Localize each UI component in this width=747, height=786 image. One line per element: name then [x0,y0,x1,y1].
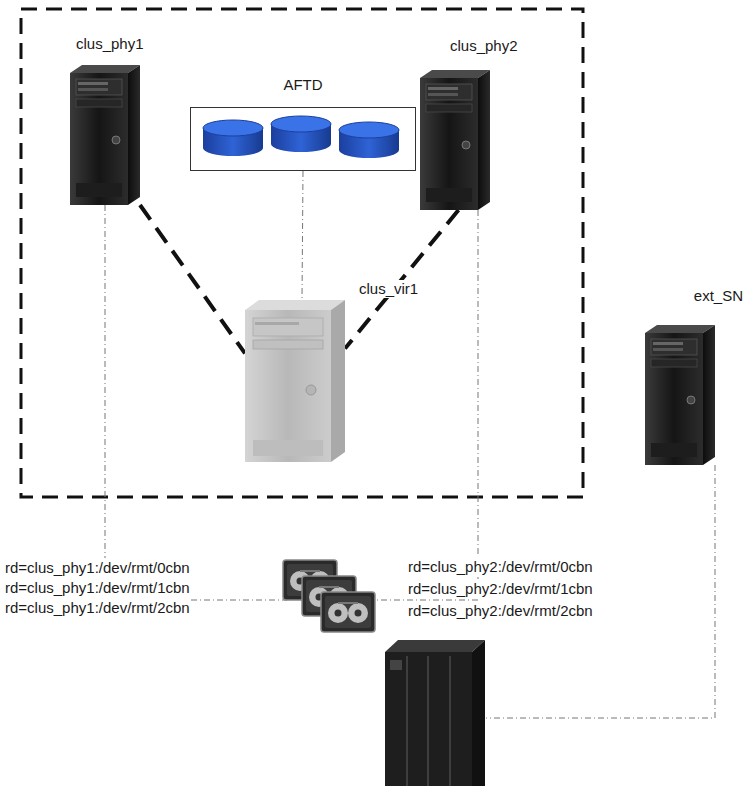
server-node: clus_phy1 [70,65,140,205]
virtual-server-icon [245,300,345,462]
node-label: ext_SN [694,287,743,305]
node-label: AFTD [191,76,415,94]
tape-icon [321,592,375,632]
device-label: rd=clus_phy2:/dev/rmt/0cbn [407,557,594,577]
node-label: clus_phy1 [76,35,144,53]
server-icon [645,325,715,465]
server-node: clus_phy2 [420,70,490,210]
device-label: rd=clus_phy2:/dev/rmt/2cbn [407,601,594,621]
device-label: rd=clus_phy1:/dev/rmt/0cbn [4,558,191,578]
device-label: rd=clus_phy1:/dev/rmt/2cbn [4,598,191,618]
tape-library [385,640,485,786]
server-icon [420,70,490,210]
server-icon [70,65,140,205]
server-node: clus_vir1 [245,300,345,462]
disk-icon [271,116,331,152]
storage-box: AFTD [190,107,416,171]
node-label: clus_phy2 [450,37,518,55]
node-label: clus_vir1 [357,280,420,298]
connector [345,210,459,349]
disk-icon [339,122,399,158]
device-label: rd=clus_phy1:/dev/rmt/1cbn [4,578,191,598]
device-label: rd=clus_phy2:/dev/rmt/1cbn [407,579,594,599]
connector [302,171,303,300]
server-node: ext_SN [645,325,715,465]
disk-icon [203,120,263,156]
network-lines [105,205,715,718]
connector [140,205,245,353]
